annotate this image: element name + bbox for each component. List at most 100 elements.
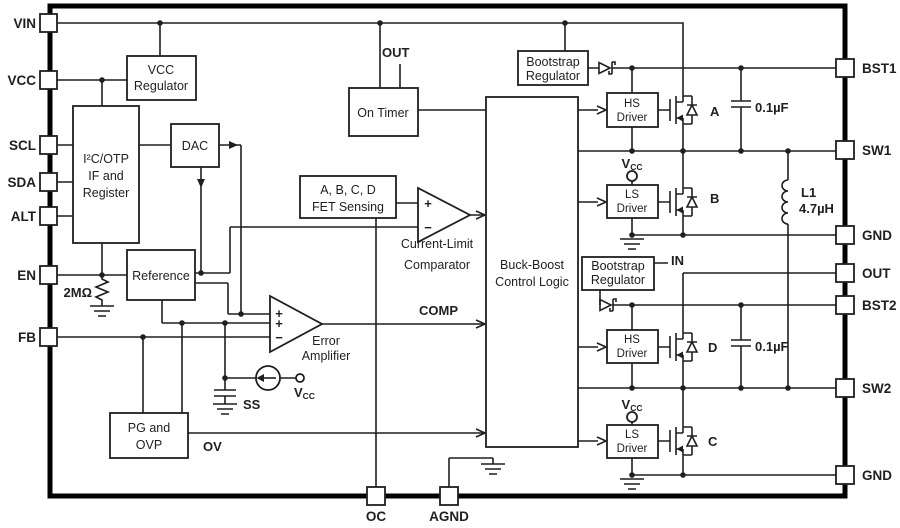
block-ls-driver-1 <box>606 184 659 219</box>
block-control-logic-label: Buck-Boost <box>500 258 564 272</box>
error-amp-minus: − <box>275 330 283 345</box>
ls1-in-arrow <box>596 197 608 207</box>
pin-sw2 <box>835 378 855 398</box>
block-dac <box>170 123 220 168</box>
block-i2c-otp <box>72 105 140 244</box>
ground-icon <box>213 403 237 415</box>
wire-bst2-out <box>599 262 836 388</box>
block-hs-driver2-label: HS <box>624 334 640 346</box>
block-control-logic <box>485 96 579 448</box>
inductor-name-label: L1 <box>801 185 816 200</box>
error-amp-triangle <box>269 294 324 354</box>
schottky-diode-icon <box>598 61 616 75</box>
ground-icon <box>620 478 644 490</box>
comparator-plus: + <box>424 196 432 211</box>
pin-gnd2 <box>835 465 855 485</box>
vcc-terminal-icon <box>626 411 638 423</box>
in-net-label: IN <box>671 253 684 268</box>
ov-label: OV <box>203 439 222 454</box>
hs2-in-arrow <box>596 342 608 352</box>
mosfet-b <box>658 176 699 228</box>
pin-label-bst1: BST1 <box>862 61 897 76</box>
pin-label-out: OUT <box>862 266 891 281</box>
current-source-arrow <box>256 374 264 382</box>
ss-capacitor <box>214 378 236 404</box>
block-vcc-regulator <box>126 55 197 101</box>
block-fet-sensing-label2: FET Sensing <box>312 200 384 214</box>
block-bootstrap1-label2: Regulator <box>526 69 580 83</box>
mosfet-a <box>658 84 699 136</box>
cap1-value-label: 0.1µF <box>755 100 789 115</box>
mosfet-arrow <box>676 114 683 122</box>
block-ls-driver2-label: LS <box>625 429 639 441</box>
wire-sw2-gnd2 <box>631 388 836 476</box>
comp-label: COMP <box>419 303 458 318</box>
mosfet-c <box>658 415 699 467</box>
block-i2c-label2: IF and <box>88 169 123 183</box>
error-amp-plus: + <box>275 306 283 321</box>
fet-b-label: B <box>710 191 719 206</box>
block-fet-sensing-label: A, B, C, D <box>320 183 376 197</box>
block-ls-driver1-label: LS <box>625 189 639 201</box>
block-bootstrap-regulator-1 <box>517 50 589 86</box>
wire-top-left <box>57 22 684 217</box>
block-bootstrap-regulator-2 <box>581 256 655 291</box>
dac-out-arrow <box>229 141 238 149</box>
block-pg-ovp <box>109 412 189 459</box>
error-amp-plus2: + <box>275 316 283 331</box>
pin-label-gnd2: GND <box>862 468 892 483</box>
block-reference <box>126 249 196 301</box>
vcc-terminal-icon <box>295 373 305 383</box>
comparator-minus: − <box>424 220 432 235</box>
fet-a-label: A <box>710 104 720 119</box>
wire-bst1-net <box>588 67 836 151</box>
fet-d-label: D <box>708 340 717 355</box>
pin-alt <box>39 206 58 226</box>
mosfet-d <box>658 321 699 373</box>
mosfet-arrow <box>676 206 683 214</box>
wires <box>57 22 836 487</box>
pin-label-en: EN <box>17 268 36 283</box>
inductor-value-label: 4.7µH <box>799 201 834 216</box>
ground-symbols <box>90 238 644 490</box>
block-i2c-label: I²C/OTP <box>83 152 129 166</box>
pin-label-agnd: AGND <box>429 509 469 523</box>
pin-sda <box>39 172 58 192</box>
bootstrap-diodes <box>598 61 617 312</box>
pin-label-sw1: SW1 <box>862 143 892 158</box>
mosfet-arrow <box>676 351 683 359</box>
vcc-sub: CC <box>630 162 642 172</box>
vcc-label-erramp: VCC <box>294 385 315 401</box>
ground-icon <box>90 305 114 317</box>
pin-gnd1 <box>835 225 855 245</box>
block-hs-driver-2 <box>606 329 659 364</box>
resistor-2mohm <box>93 275 111 306</box>
comparator-out-arrow <box>475 210 487 220</box>
mosfet-icon <box>658 321 699 373</box>
pin-label-alt: ALT <box>11 209 37 224</box>
error-amp-label: Error <box>312 334 340 348</box>
filled-arrowheads <box>197 141 238 188</box>
vcc-v: V <box>622 397 631 412</box>
pin-bst2 <box>835 295 855 315</box>
schottky-diode-icon <box>599 298 617 312</box>
ov-arrow <box>475 428 487 438</box>
cap2-value-label: 0.1µF <box>755 339 789 354</box>
block-on-timer-label: On Timer <box>357 106 408 120</box>
pin-scl <box>39 135 58 155</box>
block-hs-driver1-label: HS <box>624 98 640 110</box>
block-bootstrap2-label: Bootstrap <box>591 259 645 273</box>
dac-down-arrow <box>197 179 205 188</box>
pin-label-vcc: VCC <box>7 73 36 88</box>
block-i2c-label3: Register <box>83 186 130 200</box>
current-limit-comparator: + − Current-Limit Comparator <box>401 186 474 272</box>
mosfet-icon <box>658 415 699 467</box>
vcc-v: V <box>294 385 303 400</box>
mosfet-icon <box>658 176 699 228</box>
pin-vcc <box>39 70 58 90</box>
vcc-label-ls1: VCC <box>622 156 643 172</box>
block-hs-driver1-label2: Driver <box>617 112 648 124</box>
pin-label-oc: OC <box>366 509 387 523</box>
